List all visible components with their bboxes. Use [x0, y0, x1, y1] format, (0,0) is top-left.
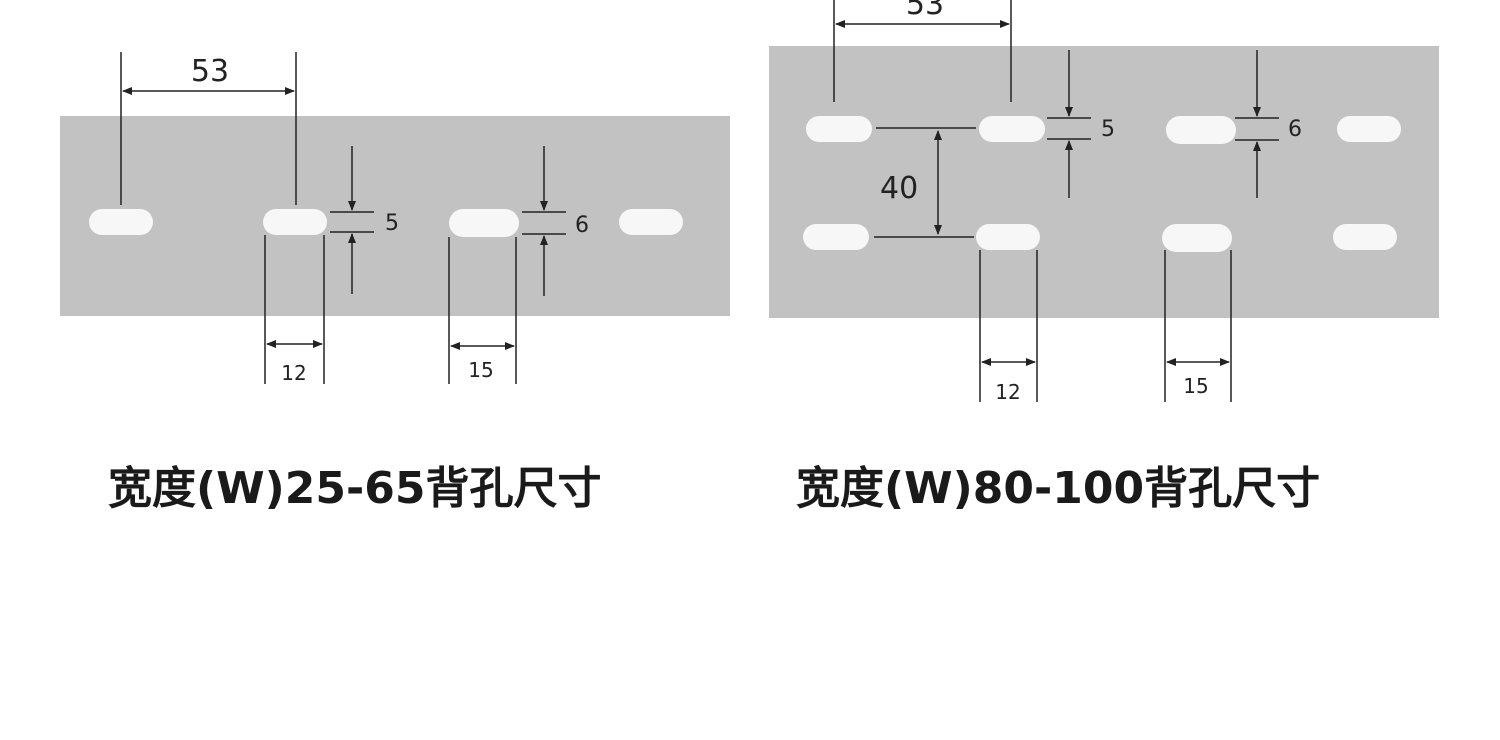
right-caption: 宽度(W)80-100背孔尺寸: [796, 463, 1321, 514]
right-height6-label: 6: [1288, 117, 1302, 142]
right-slot-top-3: [1166, 116, 1236, 144]
left-plate: [60, 116, 730, 316]
left-len15-label: 15: [468, 358, 493, 382]
right-slot-bottom-1: [803, 224, 869, 250]
left-diagram: 53 5 6 12 15: [60, 52, 730, 385]
left-slot-3: [449, 209, 519, 237]
left-height5-label: 5: [385, 211, 399, 236]
right-slot-top-2: [979, 116, 1045, 142]
right-height5-label: 5: [1101, 117, 1115, 142]
right-slot-bottom-2: [976, 224, 1040, 250]
left-height6-label: 6: [575, 213, 589, 238]
left-pitch-label: 53: [191, 54, 229, 89]
right-slot-bottom-3: [1162, 224, 1232, 252]
left-slot-1: [89, 209, 153, 235]
right-slot-bottom-4: [1333, 224, 1397, 250]
right-slot-top-4: [1337, 116, 1401, 142]
left-slot-4: [619, 209, 683, 235]
left-caption: 宽度(W)25-65背孔尺寸: [108, 463, 602, 514]
right-plate: [769, 46, 1439, 318]
right-len15-label: 15: [1183, 374, 1208, 398]
right-slot-top-1: [806, 116, 872, 142]
right-len12-label: 12: [995, 380, 1020, 404]
left-len12-label: 12: [281, 361, 306, 385]
right-diagram: 53 40 5 6 12 15: [769, 0, 1439, 404]
left-slot-2: [263, 209, 327, 235]
right-pitch-label: 53: [906, 0, 944, 22]
right-row-spacing-label: 40: [880, 171, 918, 206]
